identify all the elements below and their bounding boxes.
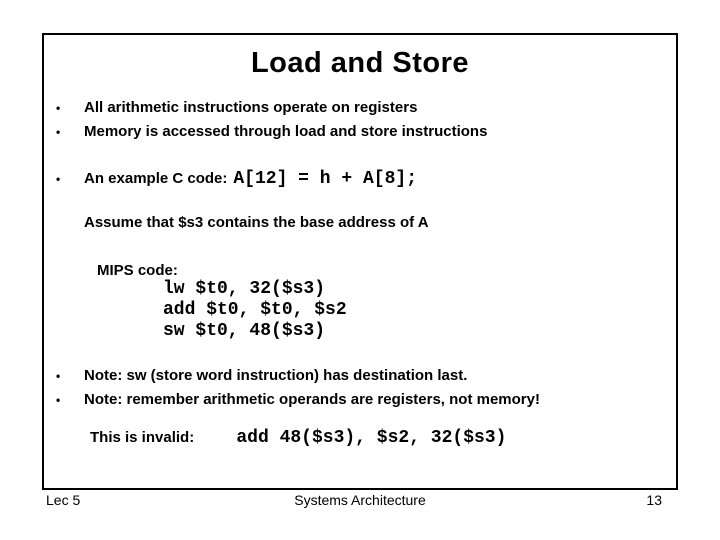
mips-code-line: sw $t0, 48($s3) <box>163 321 326 341</box>
invalid-code: add 48($s3), $s2, 32($s3) <box>236 428 507 448</box>
bullet-item-example: • An example C code: A[12] = h + A[8]; <box>56 170 417 188</box>
bullet-item: • Memory is accessed through load and st… <box>56 123 487 141</box>
mips-code-label: MIPS code: <box>97 262 178 279</box>
assumption-text: Assume that $s3 contains the base addres… <box>84 214 429 231</box>
footer-course-name: Systems Architecture <box>294 492 426 508</box>
bullet-marker: • <box>56 393 61 407</box>
bullet-marker: • <box>56 125 61 139</box>
example-label: An example C code: <box>84 170 228 187</box>
note-item: • Note: remember arithmetic operands are… <box>56 391 540 409</box>
footer-page-number: 13 <box>646 492 662 508</box>
slide-border-frame <box>42 33 678 490</box>
example-c-code: A[12] = h + A[8]; <box>233 169 418 189</box>
bullet-marker: • <box>56 172 61 186</box>
invalid-example-row: This is invalid: add 48($s3), $s2, 32($s… <box>90 429 506 447</box>
mips-code-block: lw $t0, 32($s3) add $t0, $t0, $s2 sw $t0… <box>163 279 347 342</box>
note-text: Note: sw (store word instruction) has de… <box>84 367 468 384</box>
bullet-marker: • <box>56 369 61 383</box>
mips-code-line: add $t0, $t0, $s2 <box>163 300 347 320</box>
note-item: • Note: sw (store word instruction) has … <box>56 367 467 385</box>
note-text: Note: remember arithmetic operands are r… <box>84 391 540 408</box>
bullet-text: All arithmetic instructions operate on r… <box>84 99 418 116</box>
slide-title: Load and Store <box>250 47 470 79</box>
bullet-text: Memory is accessed through load and stor… <box>84 123 488 140</box>
footer-lecture-number: Lec 5 <box>46 492 81 508</box>
invalid-label: This is invalid: <box>90 429 195 446</box>
mips-code-line: lw $t0, 32($s3) <box>163 279 326 299</box>
bullet-item: • All arithmetic instructions operate on… <box>56 99 417 117</box>
bullet-marker: • <box>56 101 61 115</box>
